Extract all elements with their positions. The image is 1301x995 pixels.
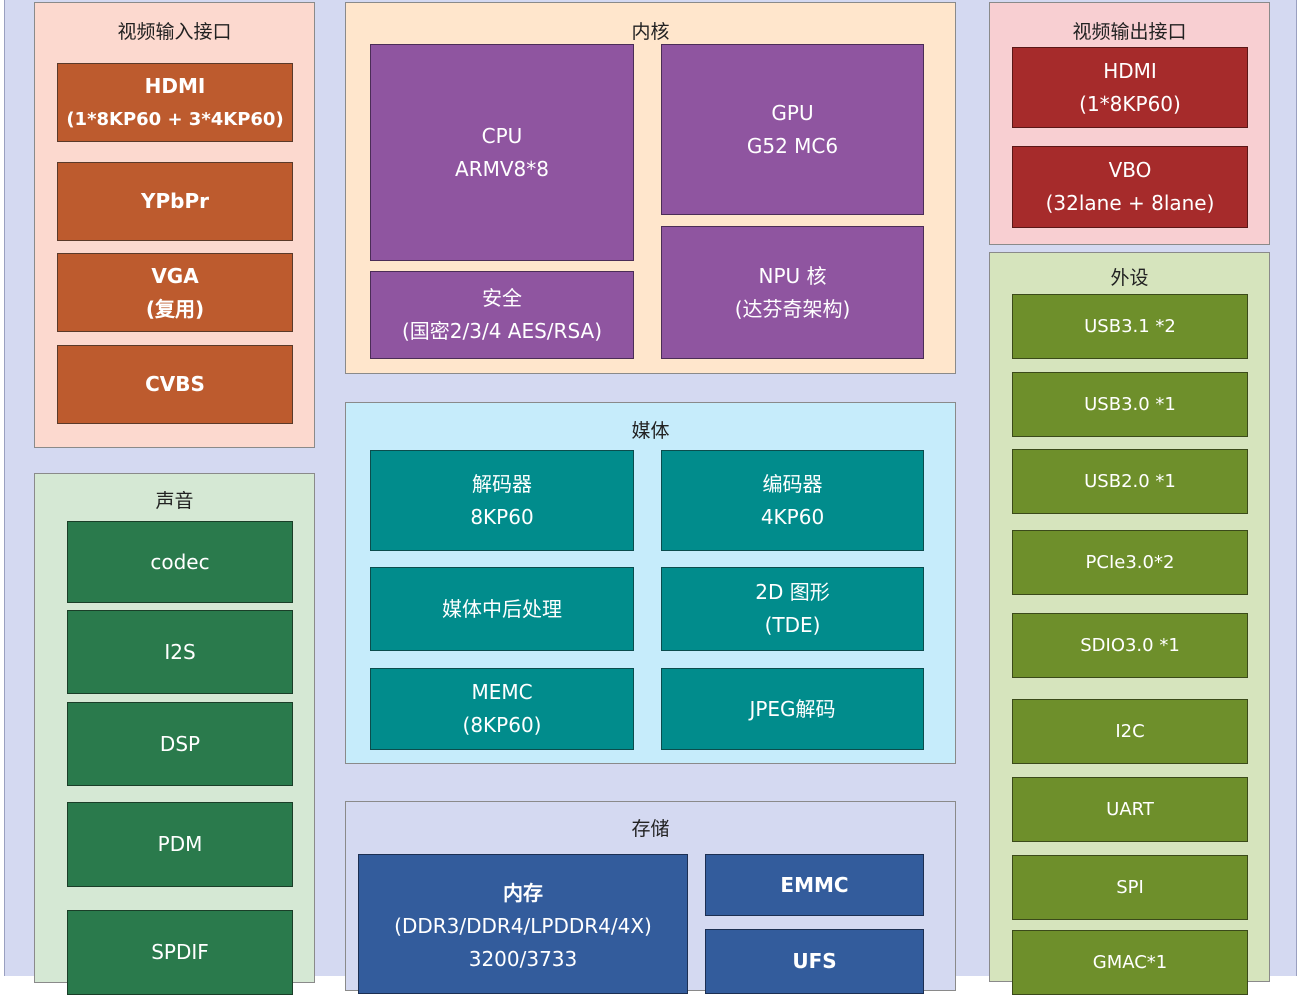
media-title: 媒体 xyxy=(631,420,670,442)
pcie-label: PCIe3.0*2 xyxy=(1085,552,1175,573)
tde-label: 2D 图形 xyxy=(755,580,830,604)
cvbs-label: CVBS xyxy=(145,372,205,396)
ufs-block: UFS xyxy=(705,929,924,994)
decoder-label: 解码器 xyxy=(472,471,532,496)
decoder-block: 解码器 8KP60 xyxy=(370,450,634,551)
sdio-label: SDIO3.0 *1 xyxy=(1080,635,1180,656)
i2s-label: I2S xyxy=(164,639,196,664)
memc-spec: (8KP60) xyxy=(462,713,542,737)
emmc-label: EMMC xyxy=(780,872,849,897)
memory-types: (DDR3/DDR4/LPDDR4/4X) xyxy=(394,914,652,938)
jpeg-decoder-block: JPEG解码 xyxy=(661,668,924,750)
peripherals-title: 外设 xyxy=(1110,267,1149,289)
video-input-group: 视频输入接口 HDMI (1*8KP60 + 3*4KP60) YPbPr VG… xyxy=(34,2,315,448)
security-label: 安全 xyxy=(482,286,522,310)
media-group: 媒体 解码器 8KP60 编码器 4KP60 媒体中后处理 2D 图形 (TDE… xyxy=(345,402,956,764)
usb30-block: USB3.0 *1 xyxy=(1012,372,1248,437)
encoder-label: 编码器 xyxy=(762,471,823,496)
ypbpr-block: YPbPr xyxy=(57,162,293,241)
npu-spec: (达芬奇架构) xyxy=(734,296,851,321)
gmac-label: GMAC*1 xyxy=(1092,952,1168,973)
core-title: 内核 xyxy=(631,21,670,43)
vbo-block: VBO (32lane + 8lane) xyxy=(1012,146,1248,228)
storage-group: 存储 内存 (DDR3/DDR4/LPDDR4/4X) 3200/3733 EM… xyxy=(345,801,956,994)
ufs-label: UFS xyxy=(792,949,837,973)
video-output-title: 视频输出接口 xyxy=(1072,21,1187,43)
memory-label: 内存 xyxy=(503,881,543,905)
codec-label: codec xyxy=(150,549,210,574)
security-block: 安全 (国密2/3/4 AES/RSA) xyxy=(370,271,634,359)
dsp-label: DSP xyxy=(159,731,201,756)
vga-block: VGA (复用) xyxy=(57,253,293,332)
block-diagram: 视频输入接口 HDMI (1*8KP60 + 3*4KP60) YPbPr VG… xyxy=(4,0,1297,995)
i2c-block: I2C xyxy=(1012,699,1248,764)
pdm-label: PDM xyxy=(157,832,203,856)
memory-block: 内存 (DDR3/DDR4/LPDDR4/4X) 3200/3733 xyxy=(358,854,688,994)
codec-block: codec xyxy=(67,521,293,603)
vbo-label: VBO xyxy=(1108,158,1152,182)
uart-label: UART xyxy=(1106,799,1154,820)
usb20-block: USB2.0 *1 xyxy=(1012,449,1248,514)
npu-block: NPU 核 (达芬奇架构) xyxy=(661,226,924,359)
pdm-block: PDM xyxy=(67,802,293,887)
usb31-block: USB3.1 *2 xyxy=(1012,294,1248,359)
encoder-block: 编码器 4KP60 xyxy=(661,450,924,551)
uart-block: UART xyxy=(1012,777,1248,842)
i2s-block: I2S xyxy=(67,610,293,694)
hdmi-input-block: HDMI (1*8KP60 + 3*4KP60) xyxy=(57,63,293,142)
spdif-block: SPDIF xyxy=(67,910,293,995)
vga-label: VGA xyxy=(151,263,199,288)
post-processing-label: 媒体中后处理 xyxy=(442,596,562,621)
usb20-label: USB2.0 *1 xyxy=(1084,471,1176,492)
cvbs-block: CVBS xyxy=(57,345,293,424)
hdmi-output-label: HDMI xyxy=(1103,58,1157,83)
dsp-block: DSP xyxy=(67,702,293,786)
spdif-label: SPDIF xyxy=(151,940,209,964)
hdmi-output-block: HDMI (1*8KP60) xyxy=(1012,47,1248,128)
hdmi-input-spec: (1*8KP60 + 3*4KP60) xyxy=(66,108,284,130)
tde-spec: (TDE) xyxy=(764,613,821,637)
gpu-spec: G52 MC6 xyxy=(746,133,839,158)
decoder-spec: 8KP60 xyxy=(470,504,534,529)
hdmi-input-label: HDMI xyxy=(144,73,206,98)
spi-label: SPI xyxy=(1116,877,1144,898)
jpeg-decoder-label: JPEG解码 xyxy=(749,696,836,721)
spi-block: SPI xyxy=(1012,855,1248,920)
gpu-block: GPU G52 MC6 xyxy=(661,44,924,215)
post-processing-block: 媒体中后处理 xyxy=(370,567,634,651)
memc-label: MEMC xyxy=(471,680,533,704)
core-group: 内核 CPU ARMV8*8 GPU G52 MC6 安全 (国密2/3/4 A… xyxy=(345,2,956,374)
emmc-block: EMMC xyxy=(705,854,924,916)
vga-note: (复用) xyxy=(145,296,205,321)
vbo-spec: (32lane + 8lane) xyxy=(1045,191,1215,215)
audio-title: 声音 xyxy=(155,490,194,512)
cpu-label: CPU xyxy=(481,123,523,148)
gpu-label: GPU xyxy=(771,100,814,125)
security-spec: (国密2/3/4 AES/RSA) xyxy=(401,319,602,343)
pcie-block: PCIe3.0*2 xyxy=(1012,530,1248,595)
usb30-label: USB3.0 *1 xyxy=(1084,394,1176,415)
tde-block: 2D 图形 (TDE) xyxy=(661,567,924,651)
memc-block: MEMC (8KP60) xyxy=(370,668,634,750)
peripherals-group: 外设 USB3.1 *2 USB3.0 *1 USB2.0 *1 PCIe3.0… xyxy=(989,252,1270,995)
i2c-label: I2C xyxy=(1115,721,1145,742)
hdmi-output-spec: (1*8KP60) xyxy=(1079,91,1181,116)
video-output-group: 视频输出接口 HDMI (1*8KP60) VBO (32lane + 8lan… xyxy=(989,2,1270,245)
sdio-block: SDIO3.0 *1 xyxy=(1012,613,1248,678)
storage-title: 存储 xyxy=(631,818,670,840)
gmac-block: GMAC*1 xyxy=(1012,930,1248,995)
memory-speed: 3200/3733 xyxy=(468,947,578,971)
video-input-title: 视频输入接口 xyxy=(117,21,232,43)
encoder-spec: 4KP60 xyxy=(760,504,825,529)
usb31-label: USB3.1 *2 xyxy=(1084,316,1176,337)
cpu-block: CPU ARMV8*8 xyxy=(370,44,634,261)
ypbpr-label: YPbPr xyxy=(141,189,209,213)
npu-label: NPU 核 xyxy=(758,263,827,288)
audio-group: 声音 codec I2S DSP PDM SPDIF xyxy=(34,473,315,995)
cpu-spec: ARMV8*8 xyxy=(455,156,549,181)
